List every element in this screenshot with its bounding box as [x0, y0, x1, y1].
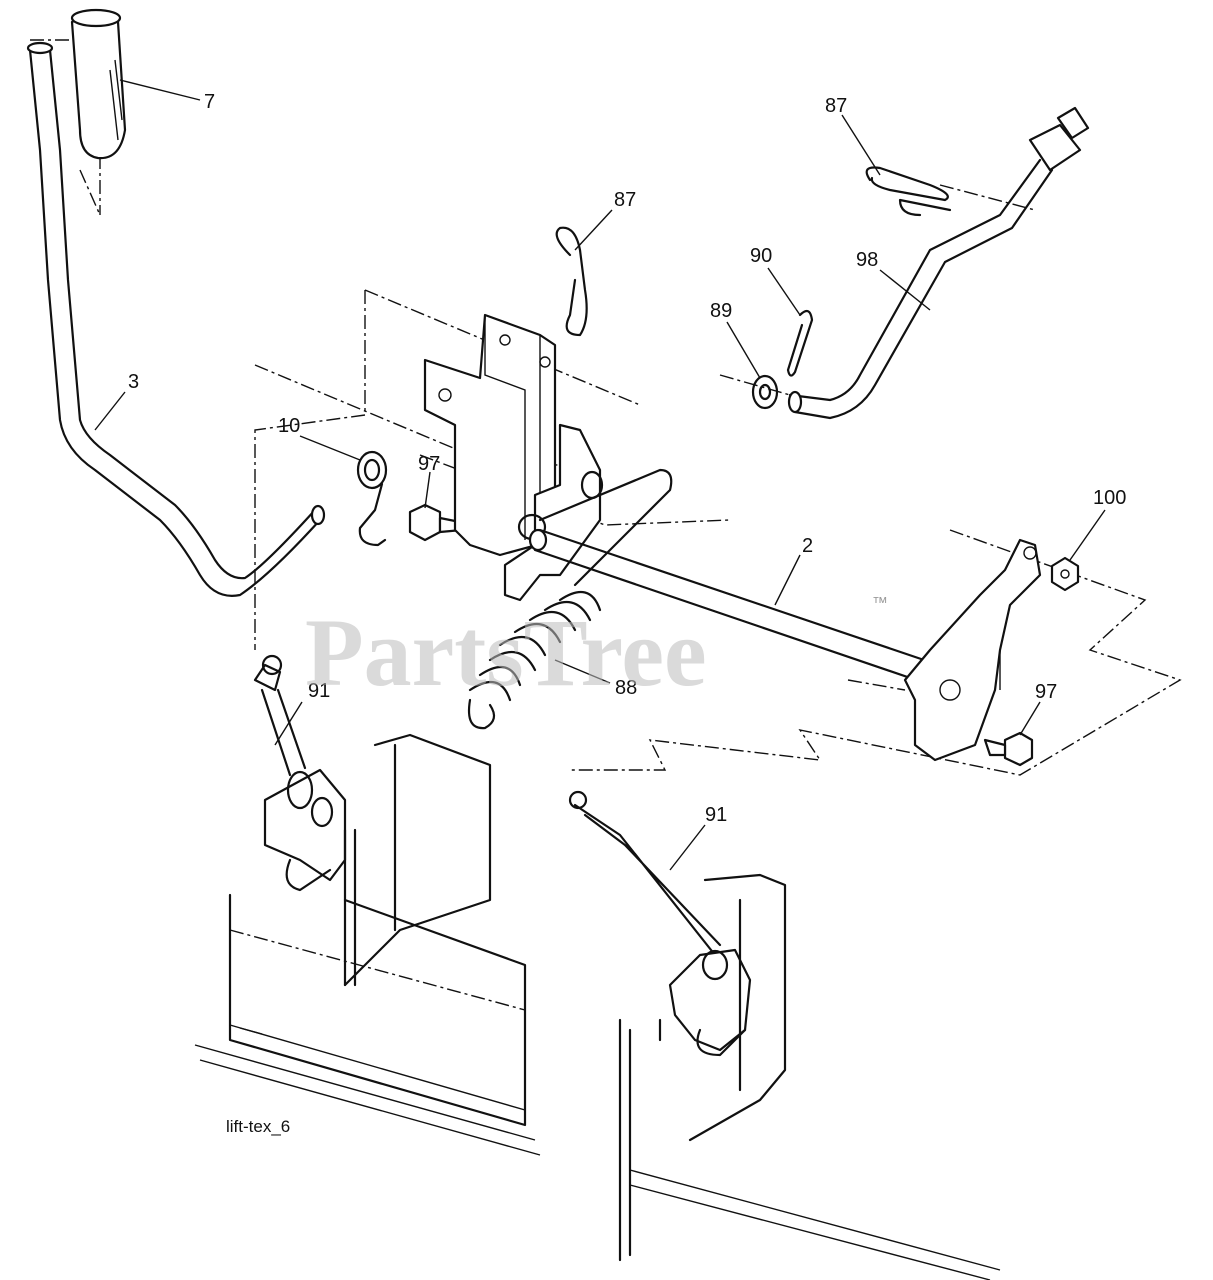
callout-labels: 7 87 87 90 89 98 3 10 97 2 100 88 91 97 …: [128, 91, 1126, 826]
callout-7: 7: [204, 91, 215, 113]
callout-91-left: 91: [308, 680, 330, 702]
callout-100: 100: [1093, 487, 1126, 509]
flat-washer: [751, 374, 779, 410]
right-lift-arm: [903, 538, 1042, 762]
shaft-wire-link: [538, 468, 673, 587]
hex-nut: [1050, 556, 1080, 592]
callout-89: 89: [710, 300, 732, 322]
deck-bracket-left: [343, 733, 492, 987]
callout-90: 90: [750, 245, 772, 267]
lift-link-right: [568, 790, 752, 1057]
callout-2: 2: [802, 535, 813, 557]
callout-3: 3: [128, 371, 139, 393]
figure-code: lift-tex_6: [226, 1117, 290, 1136]
torsion-spring: [356, 450, 388, 547]
pivot-bracket: [503, 423, 604, 602]
shoulder-bolt-lower: [983, 731, 1034, 767]
callout-10: 10: [278, 415, 300, 437]
callout-88: 88: [615, 677, 637, 699]
callout-87-right: 87: [825, 95, 847, 117]
hairpin-clip-right: [865, 166, 952, 217]
leader-lines: [94, 79, 1106, 871]
callout-97-lower: 97: [1035, 681, 1057, 703]
lift-link-left: [253, 654, 347, 892]
hairpin-clip-left: [555, 226, 588, 337]
watermark-brand: PartsTree: [305, 599, 707, 706]
cotter-pin: [786, 309, 814, 377]
callout-98: 98: [856, 249, 878, 271]
callout-87-left: 87: [614, 189, 636, 211]
handle-grip: [70, 8, 127, 160]
extension-spring: [467, 590, 602, 730]
lift-link-rod: [787, 106, 1090, 420]
lift-lever-handle: [26, 41, 326, 597]
callout-97-upper: 97: [418, 453, 440, 475]
deck-bracket-right: [688, 873, 787, 1142]
lift-shaft: [528, 528, 932, 685]
mower-deck: [194, 893, 1001, 1280]
callout-91-right: 91: [705, 804, 727, 826]
parts-tree-watermark: PartsTree ™: [305, 595, 888, 706]
watermark-trademark: ™: [872, 595, 888, 612]
